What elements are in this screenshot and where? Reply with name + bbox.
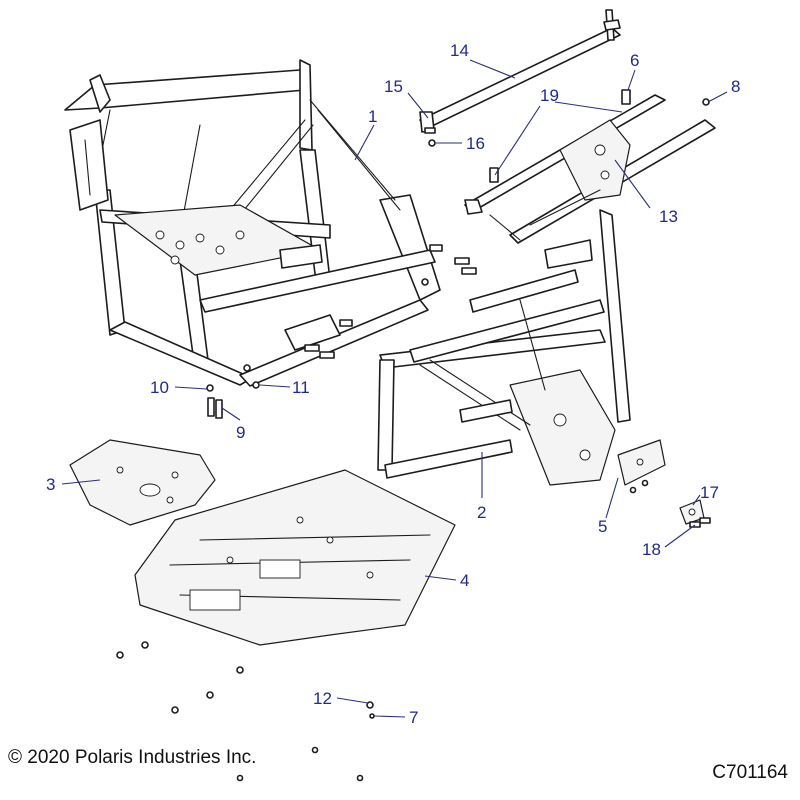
callout-12: 12 — [313, 689, 332, 708]
callout-3: 3 — [46, 475, 55, 494]
callout-1: 1 — [368, 107, 377, 126]
fastener-group-rear — [243, 244, 477, 372]
callout-17: 17 — [700, 483, 719, 502]
fastener-group-top — [206, 89, 710, 528]
callout-labels: 1 2 3 4 5 6 7 8 9 10 11 12 13 14 15 16 1… — [46, 41, 740, 727]
rear-skid-plate — [69, 439, 216, 526]
callout-11: 11 — [292, 378, 310, 397]
callout-8: 8 — [731, 77, 740, 96]
cargo-support-frame — [464, 94, 716, 244]
callout-19: 19 — [540, 86, 559, 105]
callout-9: 9 — [236, 423, 245, 442]
callout-15: 15 — [384, 77, 403, 96]
callout-4: 4 — [460, 571, 469, 590]
callout-18: 18 — [642, 540, 661, 559]
bracket — [679, 499, 711, 525]
cross-tube — [419, 9, 621, 133]
main-skid-plate — [134, 469, 456, 646]
front-bracket — [617, 439, 666, 494]
loose-fasteners — [116, 641, 375, 782]
callout-2: 2 — [477, 503, 486, 522]
callout-13: 13 — [659, 207, 678, 226]
callout-14: 14 — [450, 41, 469, 60]
drawing-number: C701164 — [712, 762, 788, 783]
callout-7: 7 — [409, 708, 418, 727]
callout-5: 5 — [598, 517, 607, 536]
front-frame — [377, 209, 631, 486]
callout-16: 16 — [466, 134, 485, 153]
leader-lines — [61, 59, 728, 718]
copyright-notice: © 2020 Polaris Industries Inc. — [8, 747, 257, 768]
callout-10: 10 — [150, 378, 169, 397]
rear-main-frame — [64, 59, 441, 387]
callout-6: 6 — [630, 51, 639, 70]
